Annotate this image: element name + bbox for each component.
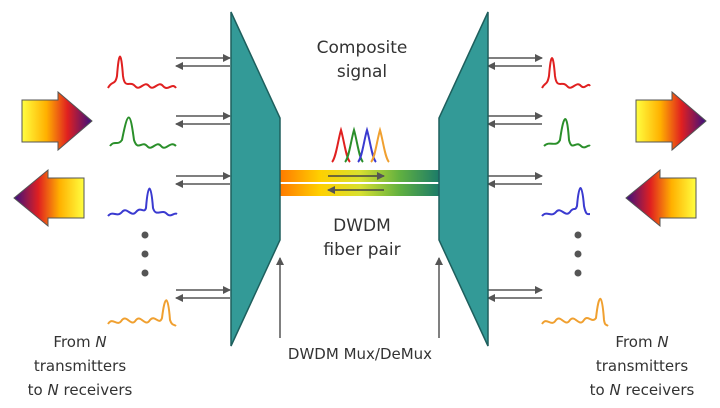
pulse-red-right [541,57,591,89]
gradient-arrow-right-icon [635,90,707,152]
composite-label-line2: signal [336,62,388,82]
pulse-red-left [107,55,177,89]
left-caption-line1: From N [53,333,107,351]
gradient-arrow-left-icon [13,168,85,228]
left-caption-line2: transmitters [33,357,127,375]
left-channel-arrows [175,54,231,302]
composite-signal-label: Composite signal [300,36,424,84]
pulse-orange-left [107,299,177,327]
fiber-pair-label: DWDM fiber pair [300,214,424,262]
dwdm-fiber-pair [280,170,440,196]
composite-label-line1: Composite [316,38,408,58]
muxdemux-pointers [276,257,443,338]
pulse-blue-left [107,187,178,217]
pulse-orange-right [541,297,609,327]
pulse-green-left [109,116,177,149]
composite-signal-pulses [331,126,390,163]
right-channel-arrows [487,54,543,302]
right-caption-line2: transmitters [595,357,689,375]
pulse-green-right [543,118,591,149]
right-caption-line3: to N receivers [589,381,695,399]
muxdemux-label: DWDM Mux/DeMux [287,345,433,363]
left-caption: From N transmitters to N receivers [22,330,138,402]
pulse-blue-right [541,187,591,217]
gradient-arrow-left-icon [625,168,697,228]
right-caption-line1: From N [615,333,669,351]
mux-left [230,11,281,347]
right-caption: From N transmitters to N receivers [584,330,700,402]
gradient-arrow-right-icon [21,90,93,152]
vertical-dots-icon [141,231,149,277]
left-caption-line3: to N receivers [27,381,133,399]
fiber-label-line2: fiber pair [323,240,401,260]
fiber-label-line1: DWDM [333,216,391,236]
demux-right [438,11,489,347]
vertical-dots-icon [574,231,582,277]
